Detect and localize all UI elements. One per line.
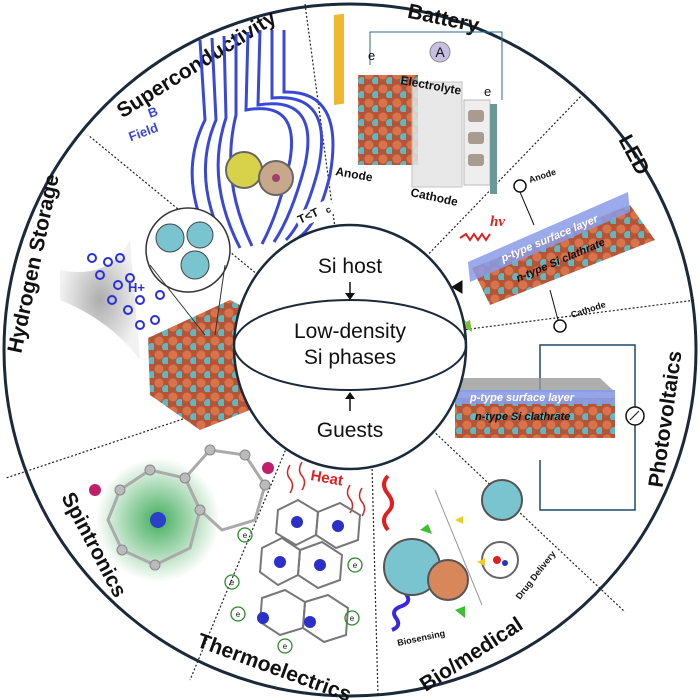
- si-host-label: Si host: [318, 255, 382, 278]
- electron-label: e: [243, 531, 248, 540]
- anode-current-collector: [334, 13, 344, 106]
- electron-label: e: [230, 578, 235, 587]
- pv-n-type-layer: [455, 398, 615, 438]
- temperature-subscript: c: [324, 204, 333, 215]
- electron-icons: [224, 527, 363, 654]
- hydrogen-flow-cone: [60, 240, 140, 360]
- heat-wave-icons: [286, 461, 366, 517]
- led-p-type-layer: [468, 192, 630, 282]
- clathrate-lattice-icon: [258, 498, 362, 644]
- si-phases-label: Si phases: [304, 346, 396, 369]
- electron-label: e: [283, 642, 288, 651]
- down-arrow-icon: [345, 293, 355, 300]
- pv-p-type-layer: [455, 390, 615, 404]
- electron-label: e: [353, 561, 358, 570]
- zoom-inset: [145, 207, 231, 293]
- diode-icon: [451, 280, 463, 294]
- pv-n-layer-label: n-type Si clathrate: [475, 411, 570, 423]
- temperature-label-group: T<T c: [293, 197, 337, 229]
- low-density-label: Low-density: [294, 320, 407, 343]
- light-wave-icon: [459, 232, 491, 242]
- sector-battery: Battery A e e Electrolyte Anode Cathode: [334, 0, 503, 209]
- drug-cage-icon: [481, 479, 523, 521]
- electron-label-2: e: [484, 84, 491, 99]
- led-n-type-layer: [472, 205, 655, 305]
- cage-cluster-icon: [427, 559, 469, 601]
- meter-icon: [625, 406, 645, 426]
- anode-material: [358, 75, 418, 165]
- ammeter-label: A: [435, 44, 445, 60]
- guest-atoms: [257, 516, 344, 628]
- proton-label: H+: [128, 280, 145, 295]
- cathode-current-collector: [490, 104, 497, 194]
- heat-label: Heat: [309, 467, 344, 489]
- electron-label: e: [350, 614, 355, 623]
- emission-wave-icon: [382, 474, 394, 532]
- electron-label: e: [236, 610, 241, 619]
- spin-carrier-icon: [89, 484, 101, 496]
- up-arrow-icon: [345, 392, 355, 399]
- anode-label: Anode: [334, 164, 374, 184]
- clathrate-cage-icon: [225, 151, 263, 189]
- photon-label: hν: [490, 214, 505, 230]
- spin-carrier-icon: [262, 462, 274, 474]
- electrolyte-block: [411, 81, 463, 188]
- guests-label: Guests: [317, 419, 384, 442]
- hydrogen-ion-icons: [87, 253, 165, 330]
- pv-p-layer-label: p-type surface layer: [469, 392, 575, 404]
- inset-cage-icon: [155, 223, 185, 253]
- electron-label: e: [368, 48, 375, 63]
- center-hub: Si host Low-density Si phases Guests: [232, 223, 468, 471]
- excitation-wave-icon: [391, 592, 411, 632]
- spin-atom-icon: [150, 512, 166, 528]
